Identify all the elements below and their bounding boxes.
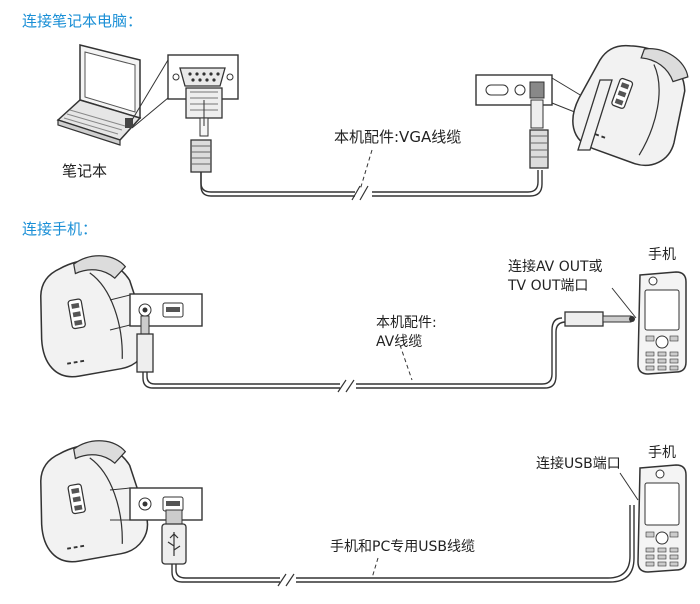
laptop-section-heading: 连接笔记本电脑：: [22, 12, 143, 30]
vga-cable-label: 本机配件:VGA线缆: [334, 128, 462, 146]
phone-usb-section: [27, 433, 687, 587]
mobile-phone-icon: [637, 464, 687, 573]
av-cable-label-line2: AV线缆: [376, 334, 423, 350]
av-port-label-line2: TV OUT端口: [508, 278, 589, 294]
laptop-label: 笔记本: [62, 162, 108, 180]
laptop-section: [56, 28, 700, 201]
phone-label-usb: 手机: [648, 445, 676, 461]
av-port-label-line1: 连接AV OUT或: [508, 259, 603, 275]
phone-label-av: 手机: [648, 247, 676, 263]
laptop-icon: [56, 44, 142, 146]
mobile-phone-icon: [637, 271, 687, 375]
usb-port-label: 连接USB端口: [536, 456, 621, 472]
av-plug-icon: [136, 315, 154, 373]
av-cable-label-line1: 本机配件:: [376, 315, 437, 331]
usb-cable-label: 手机和PC专用USB线缆: [330, 539, 475, 555]
phone-section-heading: 连接手机：: [22, 220, 98, 238]
vga-connector-icon: [167, 54, 239, 173]
phone-av-section: [27, 248, 687, 393]
usb-plug-icon: [161, 509, 187, 565]
projector-icon: [563, 28, 700, 175]
